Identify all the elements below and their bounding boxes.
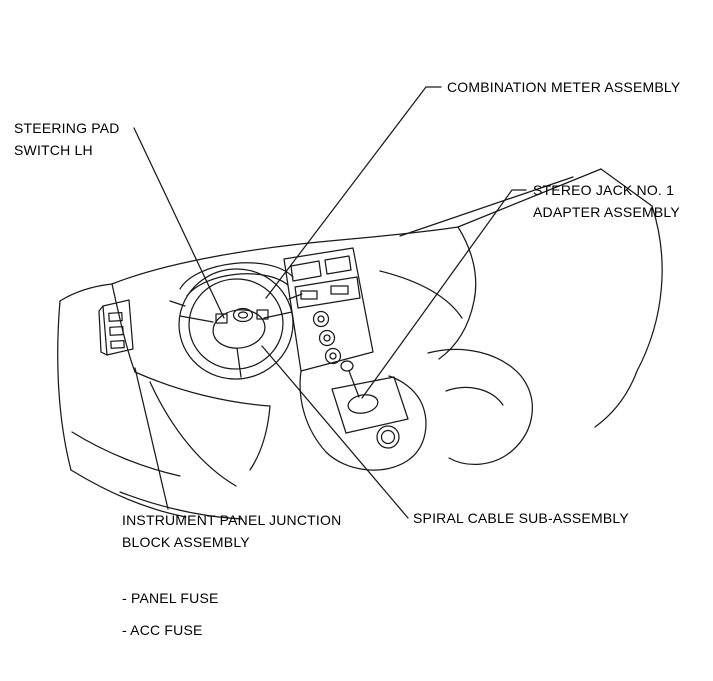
center-stack [283, 247, 374, 372]
junction-block-connector [110, 340, 125, 349]
right-pillar-curve [636, 205, 663, 372]
hvac-knob-2-center [323, 334, 331, 342]
cluster-hood-outer [179, 262, 294, 290]
passenger-dash-and-door [379, 226, 533, 466]
label-line: ADAPTER ASSEMBLY [533, 204, 680, 220]
spoke-left [179, 315, 214, 323]
right-door-lower-curve [594, 370, 638, 428]
glovebox-line [379, 270, 463, 319]
dash-lower [111, 283, 271, 520]
stalk-right [288, 293, 303, 300]
label-line: BLOCK ASSEMBLY [122, 534, 250, 550]
label-panel-fuse: - PANEL FUSE [122, 587, 219, 609]
vent-left [290, 260, 322, 282]
junction-block-side [98, 305, 108, 356]
windshield-and-pillars [111, 168, 663, 428]
label-line: SWITCH LH [14, 142, 93, 158]
steering-pad-switch-rh [256, 309, 269, 320]
label-line: - PANEL FUSE [122, 590, 219, 606]
vent-right [324, 255, 352, 275]
label-combination-meter-assembly: COMBINATION METER ASSEMBLY [447, 76, 680, 98]
dash-top-edge [111, 226, 459, 285]
wheel-inner-rim [188, 278, 284, 370]
roof-corner-line [600, 168, 653, 207]
audio-button-left [300, 290, 318, 300]
label-steering-pad-switch-lh: STEERING PAD SWITCH LH [14, 117, 120, 161]
sill-lower-line [119, 491, 243, 520]
leader-stereo-jack [361, 189, 527, 399]
door-lower-line [70, 469, 187, 518]
shift-boot [347, 394, 379, 414]
label-line: STEERING PAD [14, 120, 120, 136]
junction-block-connector [109, 326, 124, 336]
leader-lines [133, 86, 527, 519]
right-armrest-inner [445, 386, 504, 406]
emblem-inner [237, 311, 249, 319]
left-door [57, 283, 187, 518]
door-armrest-line [71, 431, 181, 477]
label-stereo-jack-adapter-assembly: STEREO JACK NO. 1 ADAPTER ASSEMBLY [533, 179, 680, 223]
windshield-inner-line [399, 176, 574, 237]
leader-spiral-cable [261, 345, 409, 519]
emblem-outer [232, 307, 254, 323]
dash-lower-left-curve [149, 381, 237, 487]
console-left-edge [249, 405, 271, 471]
label-line: INSTRUMENT PANEL JUNCTION [122, 512, 342, 528]
hvac-knob-3 [324, 347, 342, 365]
console-outline [299, 370, 427, 471]
knee-panel-line [134, 371, 271, 407]
right-armrest-outer [427, 348, 533, 466]
label-line: STEREO JACK NO. 1 [533, 182, 675, 198]
junction-block [98, 299, 134, 356]
leader-combination-meter [265, 86, 442, 299]
audio-unit [294, 276, 361, 309]
hvac-knob-1 [312, 310, 330, 328]
center-console [299, 360, 427, 471]
spoke-right [263, 311, 293, 319]
spoke-bottom [236, 347, 242, 378]
label-instrument-panel-junction-block: INSTRUMENT PANEL JUNCTION BLOCK ASSEMBLY [122, 509, 341, 553]
label-line: - ACC FUSE [122, 622, 203, 638]
shift-knob [340, 360, 354, 372]
label-line: COMBINATION METER ASSEMBLY [447, 79, 681, 95]
steering-wheel [169, 268, 303, 380]
label-spiral-cable-sub-assembly: SPIRAL CABLE SUB-ASSEMBLY [413, 507, 629, 529]
audio-button-right [330, 285, 349, 295]
hvac-knob-3-center [329, 352, 337, 360]
cup-holder-outer [376, 425, 400, 449]
dash-left-edge [111, 283, 136, 373]
hvac-knob-1-center [317, 315, 325, 323]
shift-lever [348, 370, 360, 398]
dash-right-edge [438, 226, 477, 360]
door-sill-line [59, 283, 113, 302]
center-stack-outline [283, 247, 374, 372]
door-front-edge [57, 300, 72, 471]
a-pillar-line [457, 168, 602, 228]
junction-block-connector [108, 312, 123, 322]
shifter-plate [331, 376, 409, 434]
label-line: SPIRAL CABLE SUB-ASSEMBLY [413, 510, 629, 526]
cup-holder-inner [380, 429, 396, 445]
leader-junction-block [134, 367, 169, 510]
stalk-left [169, 300, 186, 307]
junction-block-body [102, 299, 134, 356]
leader-steering-pad-switch [133, 127, 225, 319]
hvac-knob-2 [318, 329, 336, 347]
label-acc-fuse: - ACC FUSE [122, 619, 203, 641]
